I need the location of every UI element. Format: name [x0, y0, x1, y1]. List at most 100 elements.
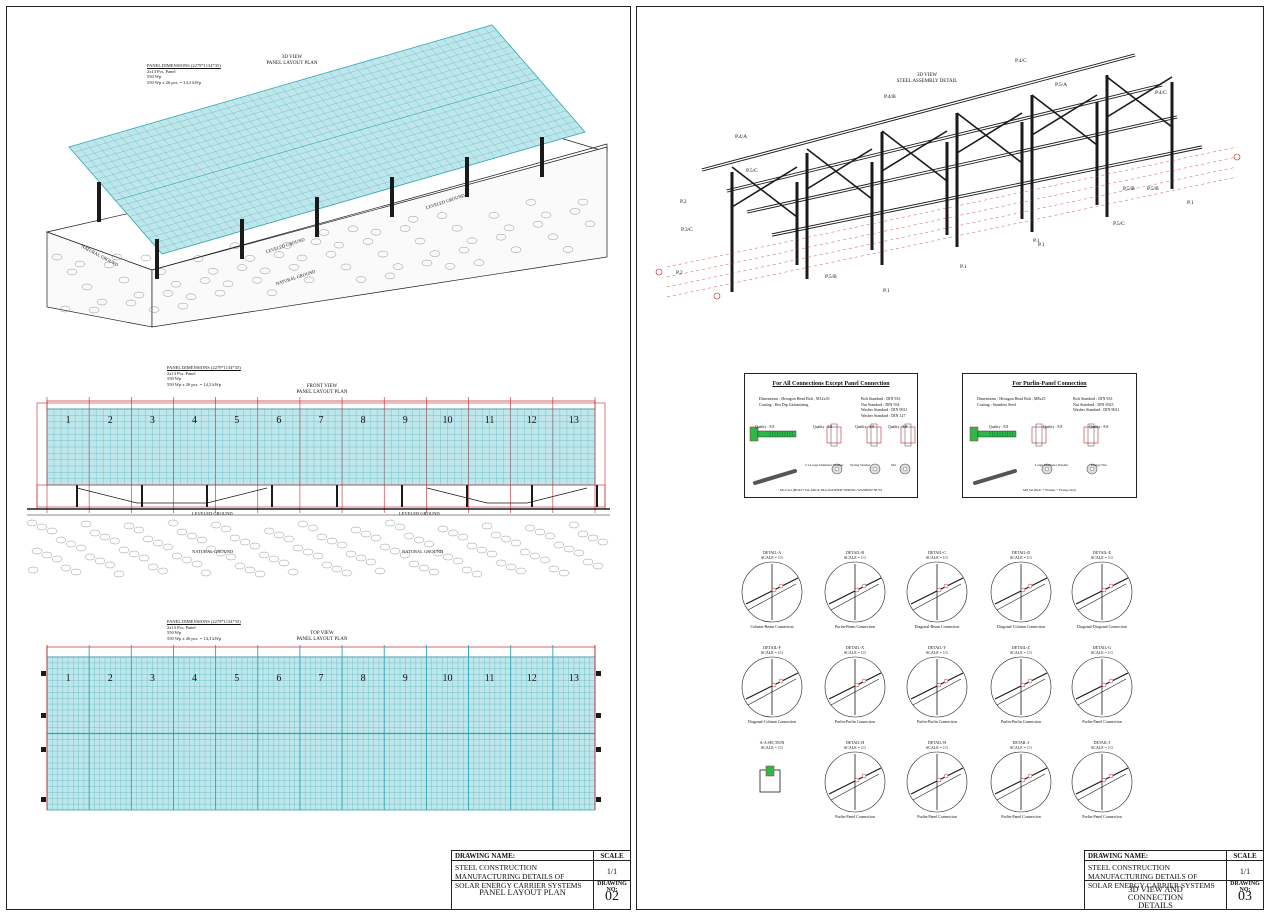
- stone-mark: [138, 554, 150, 562]
- stone-mark: [118, 276, 130, 284]
- detail-caption: Diagonal-Column Connection: [996, 624, 1046, 629]
- grid-axis-line: [666, 166, 1238, 288]
- bolt-shank: [757, 430, 797, 438]
- clamp-mark: [596, 797, 601, 802]
- stone-mark: [292, 544, 304, 552]
- panel-note-line: 550 Wp: [147, 74, 162, 79]
- part-label: P.2: [680, 199, 687, 205]
- bolt-spec-right: Bolt Standard : DIN 933 Nut Standard : D…: [1073, 396, 1119, 413]
- stone-mark: [244, 255, 256, 262]
- stone-mark: [65, 540, 77, 548]
- ground-label: NATURAL GROUND: [402, 549, 444, 554]
- panel-grid-line: [96, 56, 520, 180]
- washer-section: [900, 426, 916, 444]
- stone-mark: [287, 568, 299, 576]
- stone-mark: [177, 302, 189, 310]
- stone-mark: [394, 523, 406, 531]
- panel-note-line: 550 Wp x 26 pcs. = 14,3 kWp: [167, 381, 222, 387]
- quality-label: Quality - 8.8: [888, 425, 908, 429]
- bolt-hole: [1101, 587, 1107, 593]
- stone-mark: [370, 228, 382, 236]
- stone-mark: [340, 263, 352, 271]
- panel-grid-line: [73, 30, 497, 153]
- stone-mark: [524, 524, 536, 532]
- panel-grid-line: [92, 51, 516, 174]
- stone-mark: [148, 306, 160, 313]
- grid-axis-line: [666, 176, 1238, 298]
- stone-mark: [170, 280, 182, 288]
- ground-front-face: [151, 146, 608, 328]
- panel-number: 4: [192, 673, 198, 684]
- washer-hole: [1045, 467, 1050, 472]
- stone-mark: [251, 277, 263, 284]
- stone-mark: [176, 528, 188, 536]
- stone-mark: [125, 299, 137, 307]
- stone-mark: [553, 541, 565, 549]
- panel-grid-line: [138, 105, 562, 228]
- detail-caption: Purlin-Purlin Connection: [834, 719, 876, 724]
- stone-mark: [461, 566, 473, 574]
- bolt-hole: [1108, 678, 1114, 684]
- quality-label: Quality - 8.8: [989, 425, 1009, 429]
- stone-mark: [519, 548, 531, 556]
- detail-title: DETAIL-I: [1093, 740, 1111, 745]
- stone-mark: [26, 519, 38, 527]
- bolt-shank: [977, 430, 1017, 438]
- clamp-mark: [41, 747, 46, 752]
- panel-note-front: PANEL DIMENSIONS (2279*1134*35) 2x13 Pcs…: [167, 365, 241, 387]
- panel-grid-line: [110, 73, 534, 196]
- stone-mark: [413, 536, 425, 544]
- stone-mark: [200, 569, 212, 577]
- part-label: P.5/B: [825, 274, 837, 280]
- detail-scale: SCALE = 1/1: [1090, 555, 1114, 560]
- stone-mark: [355, 276, 367, 283]
- front-dim-strip: [46, 400, 596, 410]
- detail-title: DETAIL-C: [927, 550, 947, 555]
- washer-hole: [872, 467, 877, 472]
- stone-mark: [186, 532, 198, 540]
- detail-scale: SCALE = 1/1: [1090, 745, 1114, 750]
- part-label: P.5/A: [1055, 82, 1068, 88]
- bolt-hole: [861, 678, 867, 684]
- panel-number: 1: [65, 673, 71, 684]
- bolt-hole: [1027, 583, 1033, 589]
- bolt-hole: [943, 583, 949, 589]
- stone-mark: [80, 520, 92, 528]
- detail-scale: SCALE = 1/1: [1009, 650, 1033, 655]
- detail-title: DETAIL-G: [1092, 645, 1112, 650]
- stone-mark: [268, 555, 280, 563]
- stone-mark: [31, 547, 43, 555]
- panel-note-line: 2x13 Pcs. Panel: [147, 68, 176, 74]
- panel-number: 9: [402, 673, 408, 684]
- washer-core: [904, 423, 912, 447]
- purlin-rail-highlight: [701, 54, 1136, 171]
- detail-title: A-A SECTION: [759, 740, 785, 745]
- panel-grid-line: [82, 40, 506, 164]
- washer-hole: [903, 467, 908, 472]
- stone-mark: [283, 535, 295, 543]
- diagonal-brace: [881, 130, 948, 172]
- washer-core: [1087, 423, 1095, 447]
- quality-label: Quality - 8.8: [1043, 425, 1063, 429]
- panel-grid-line: [115, 78, 539, 201]
- stone-mark: [592, 562, 604, 570]
- stone-mark: [199, 277, 211, 284]
- stone-mark: [540, 211, 552, 219]
- stone-mark: [379, 543, 391, 551]
- bolt-hole: [854, 777, 860, 783]
- stone-mark: [249, 542, 261, 550]
- panel-number: 12: [526, 673, 537, 684]
- stone-mark: [128, 550, 140, 558]
- detail-title: DETAIL-Y: [927, 645, 947, 650]
- panel-note-line: 2x13 Pcs. Panel: [167, 370, 196, 376]
- stone-mark: [458, 246, 470, 254]
- drawing-no: 03: [1238, 889, 1252, 904]
- purlin-rail-highlight: [746, 116, 1178, 213]
- stone-mark: [51, 253, 63, 261]
- spec-line: Washer Standard : DIN 9021: [861, 407, 908, 412]
- detail-title: DETAIL-E: [1093, 550, 1111, 555]
- panel-grid-line: [78, 35, 502, 158]
- panel-number: 5: [234, 415, 240, 426]
- bolt-spec-left: Dimensions : Hexagon Head Bolt , M12x35 …: [759, 396, 830, 407]
- detail-title: DETAIL-J: [1012, 740, 1030, 745]
